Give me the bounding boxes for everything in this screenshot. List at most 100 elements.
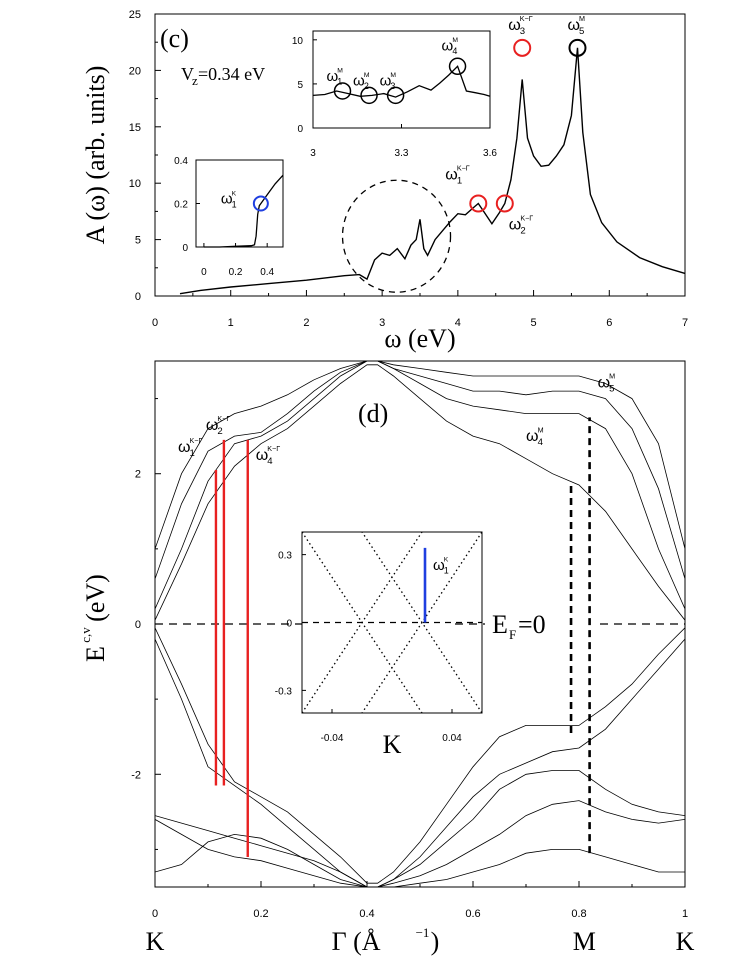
band-line — [155, 627, 685, 884]
transition-label-sup: K−Γ — [267, 444, 280, 453]
band-line — [155, 770, 685, 887]
band-line — [155, 361, 685, 580]
y-axis-label-sup: c,v — [78, 627, 93, 643]
x-tick-label-c: 0 — [152, 317, 158, 329]
inset-y-tick-label: 0 — [297, 124, 303, 135]
panel-label-d: (d) — [358, 399, 388, 428]
vz-annotation-sub: z — [192, 73, 198, 88]
transition-label-sub: 1 — [189, 448, 194, 459]
x-tick-label-c: 3 — [379, 317, 385, 329]
inset-x-tick-label: 0.4 — [260, 267, 274, 278]
inset-marker-label-sup: M — [337, 68, 343, 75]
inset-marker — [333, 82, 352, 100]
high-symmetry-label: M — [573, 927, 596, 956]
y-tick-label-c: 5 — [135, 235, 141, 247]
band-line — [155, 800, 685, 887]
inset-x-tick-label: 3.6 — [483, 148, 497, 159]
inset-marker-label-sup: M — [390, 72, 396, 79]
x-tick-label-d: 0.8 — [571, 908, 586, 920]
x-tick-label-c: 1 — [228, 317, 234, 329]
x-tick-label-d: 0.4 — [359, 908, 374, 920]
inset-x-tick-label: 3 — [310, 148, 316, 159]
peak-marker — [469, 194, 488, 213]
x-axis-label-c: ω (eV) — [384, 324, 455, 353]
vz-annotation-value: =0.34 eV — [198, 64, 265, 84]
inset-marker-label-base: ω — [353, 72, 365, 89]
transition-label-base: ω — [206, 417, 219, 434]
inset-x-tick-label: -0.04 — [321, 733, 344, 744]
inset-frame — [195, 159, 284, 248]
y-tick-label-c: 25 — [129, 9, 141, 21]
y-tick-label-d: 0 — [135, 619, 141, 631]
y-tick-label-d: 2 — [135, 469, 141, 481]
x-tick-label-d: 0 — [152, 908, 158, 920]
peak-label-sup: K−Γ — [520, 14, 533, 23]
transition-label-base: ω — [526, 428, 539, 445]
band-line — [155, 364, 685, 621]
x-tick-label-d: 0.2 — [253, 908, 268, 920]
fermi-label-e: E — [492, 610, 508, 639]
transition-label-sub: 4 — [267, 456, 273, 467]
peak-marker — [568, 38, 587, 57]
transition-label-base: ω — [256, 447, 269, 464]
x-tick-label-c: 7 — [682, 317, 688, 329]
inset-transition-label-sub: 1 — [444, 566, 449, 576]
inset-marker-label-base: ω — [442, 37, 454, 54]
peak-label-sub: 1 — [457, 176, 462, 187]
inset-marker-label-base: ω — [380, 72, 392, 89]
x-tick-label-c: 2 — [303, 317, 309, 329]
inset-marker-label-sub: 4 — [452, 46, 457, 56]
inset-y-tick-label: -0.3 — [275, 686, 293, 697]
high-symmetry-label: K — [146, 927, 165, 956]
transition-label-sup: K−Γ — [189, 436, 202, 445]
y-axis-label-d: Ec,v (eV) — [78, 574, 110, 662]
transition-label-sup: M — [609, 372, 615, 381]
transition-label-sub: 2 — [217, 426, 222, 437]
peak-marker — [513, 38, 532, 57]
y-axis-label-e: E — [81, 646, 110, 662]
y-tick-label-d: -2 — [131, 769, 141, 781]
peak-label-sub: 2 — [520, 226, 525, 237]
inset-x-tick-label: 0.2 — [229, 267, 243, 278]
peak-label-sup: K−Γ — [457, 164, 470, 173]
transition-label-sub: 5 — [609, 383, 614, 394]
inset-x-axis-label: K — [383, 730, 402, 759]
inset-marker-label-sub: 1 — [337, 77, 342, 87]
plot-frame-c — [154, 13, 686, 297]
y-tick-label-c: 20 — [129, 65, 141, 77]
transition-label-base: ω — [598, 374, 611, 391]
y-axis-label-unit: (eV) — [81, 574, 110, 622]
x-axis-label-sup: −1 — [416, 925, 430, 940]
peak-label-sup: K−Γ — [520, 214, 533, 223]
vz-annotation: Vz=0.34 eV — [181, 64, 265, 88]
inset-marker — [252, 195, 269, 212]
x-tick-label-d: 0.6 — [465, 908, 480, 920]
y-tick-label-c: 10 — [129, 178, 141, 190]
x-axis-label-close: ) — [431, 927, 440, 956]
inset-curve — [203, 174, 284, 248]
x-tick-label-c: 6 — [606, 317, 612, 329]
panel-label-c: (c) — [160, 24, 189, 53]
inset-marker-label-sup: M — [452, 37, 458, 44]
x-axis-label-d: Γ (Å−1) — [332, 925, 440, 956]
inset-y-tick-label: 0.4 — [174, 156, 188, 167]
inset-y-tick-label: 5 — [297, 80, 303, 91]
peak-label-base: ω — [445, 167, 458, 184]
panel-d-band-structure: 0 0.2 0.4 0.6 0.8 1 -2 0 2Ec,v (eV) K Γ (Å−1) M K (d) E… — [78, 360, 695, 956]
inset-marker-label-base: ω — [327, 68, 339, 85]
